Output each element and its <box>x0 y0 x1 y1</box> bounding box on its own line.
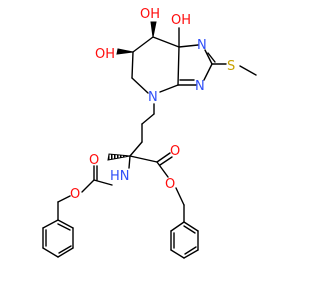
bond <box>183 249 199 259</box>
bond <box>141 113 155 125</box>
bond <box>178 44 199 48</box>
bond <box>129 141 143 157</box>
hashed-wedge-bond <box>107 153 131 161</box>
bond <box>57 219 74 229</box>
bond <box>239 65 257 76</box>
bond <box>204 49 213 65</box>
bond <box>57 223 71 231</box>
bond <box>129 155 158 163</box>
bond <box>93 179 113 186</box>
ester-o-label: O <box>165 177 175 192</box>
carbamate-nh-label: HN <box>110 169 130 184</box>
bond <box>128 155 131 169</box>
bond <box>58 245 72 254</box>
bond <box>81 179 95 193</box>
sulfur-label: S <box>227 59 235 74</box>
bond <box>57 195 71 203</box>
carbamate-o-label: O <box>70 187 80 202</box>
bond <box>132 36 154 53</box>
bond <box>42 247 59 258</box>
ring-n-label: N <box>148 90 158 105</box>
bond <box>207 52 216 63</box>
oh-label-left: OH <box>95 47 115 62</box>
bond <box>159 84 179 93</box>
oh-label-top: OH <box>140 7 160 22</box>
bond <box>177 46 180 86</box>
oh-label-right: OH <box>171 13 191 28</box>
bond <box>203 63 213 81</box>
molecule-drawing: OH OH OH N N N S O O HN O O <box>42 7 257 259</box>
stereo-bonds <box>107 21 157 161</box>
bond <box>170 249 185 259</box>
bonds <box>42 27 257 259</box>
bond <box>131 77 149 94</box>
atom-labels: OH OH OH N N N S O O HN O O <box>70 7 235 202</box>
bond <box>184 246 197 255</box>
bond <box>156 161 169 178</box>
bond <box>156 152 171 163</box>
bond <box>175 187 185 206</box>
bond <box>57 247 74 258</box>
imidazole-n-bottom-label: N <box>195 79 205 94</box>
bond <box>183 225 196 234</box>
carbamate-carbonyl-o-label: O <box>89 153 99 168</box>
bond <box>131 51 134 79</box>
wedge-bond <box>150 21 157 38</box>
bond <box>42 219 59 229</box>
imidazole-n-top-label: N <box>197 38 207 53</box>
bond <box>170 221 185 232</box>
bond <box>159 156 173 166</box>
wedge-bond <box>116 48 134 55</box>
bond <box>183 221 199 232</box>
molecule-structure-diagram: OH OH OH N N N S O O HN O O <box>42 7 257 259</box>
ester-carbonyl-o-label: O <box>170 144 180 159</box>
bond <box>152 36 180 48</box>
